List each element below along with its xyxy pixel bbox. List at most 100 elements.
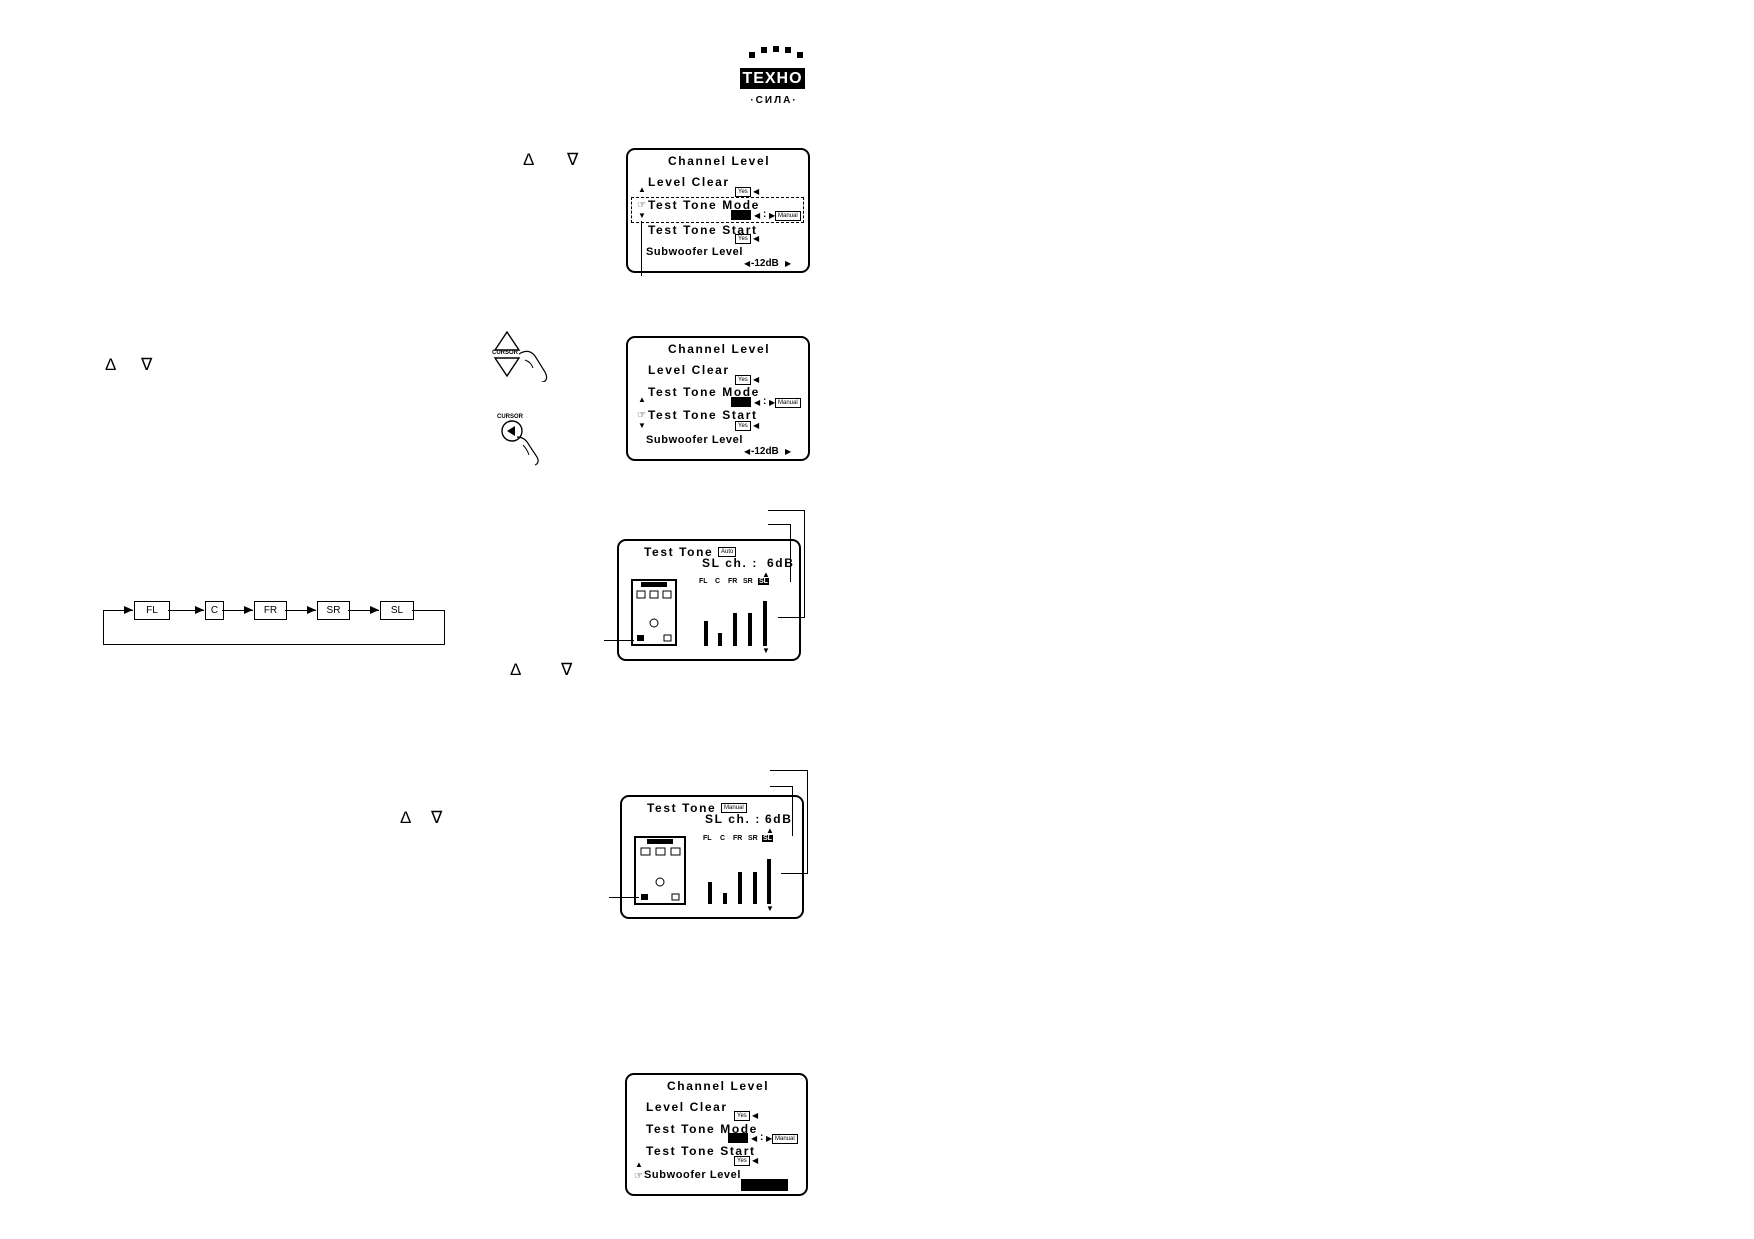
- left-arrow-icon: ◀: [753, 375, 760, 384]
- cursor-enter-icon: [495, 415, 555, 467]
- mode-badge-auto: Auto: [718, 547, 737, 557]
- level-bar-fr: [733, 613, 737, 646]
- yes-badge: Yes: [735, 375, 751, 385]
- menu-item-subwoofer-level: Subwoofer Level: [646, 434, 744, 446]
- menu-item-test-tone-mode: Test Tone Mode: [648, 385, 760, 399]
- left-arrow-icon: ◀: [753, 421, 760, 430]
- up-triangle-icon: Δ: [400, 808, 412, 827]
- manual-badge: Manual: [775, 398, 801, 408]
- screen-title: Test Tone: [644, 545, 714, 559]
- colon-separator: :: [760, 1132, 765, 1143]
- flow-box-sl: SL: [380, 601, 414, 620]
- colon-separator: :: [763, 396, 768, 407]
- menu-item-test-tone-start: Test Tone Start: [648, 223, 758, 237]
- channel-label-fr: FR: [728, 578, 738, 585]
- brand-logo: ТЕХНО ·СИЛА·: [735, 46, 811, 116]
- channel-label-sl: SL: [762, 835, 773, 842]
- menu-item-test-tone-start: Test Tone Start: [648, 408, 758, 422]
- level-bar-c: [723, 893, 727, 904]
- channel-label-sl: SL: [758, 578, 769, 585]
- osd-test-tone-manual-screen: Test Tone Manual SL ch. : 6dB FL C FR SR…: [620, 795, 804, 919]
- right-arrow-icon: ▶: [785, 447, 792, 456]
- selected-subwoofer-value-block: [741, 1179, 788, 1191]
- left-arrow-icon: ◀: [744, 259, 751, 268]
- scroll-up-icon: ▲: [635, 1160, 643, 1169]
- channel-indicator: SL ch. :: [702, 556, 758, 570]
- left-arrow-icon: ◀: [751, 1134, 758, 1143]
- menu-item-test-tone-mode: Test Tone Mode: [646, 1122, 758, 1136]
- channel-label-fr: FR: [733, 835, 743, 842]
- mode-badge-manual: Manual: [721, 803, 747, 813]
- channel-indicator: SL ch. :: [705, 812, 761, 826]
- channel-label-fl: FL: [699, 578, 708, 585]
- osd-channel-level-screen-1: Channel Level ▲ Level Clear Yes ◀ ☞ Test…: [626, 148, 810, 273]
- flow-box-fr: FR: [254, 601, 287, 620]
- scroll-down-icon: ▼: [766, 904, 774, 913]
- scroll-up-icon: ▲: [638, 395, 646, 404]
- yes-badge: Yes: [735, 234, 751, 244]
- level-readout: 6dB: [767, 556, 795, 570]
- yes-badge: Yes: [734, 1111, 750, 1121]
- left-arrow-icon: ◀: [753, 187, 760, 196]
- yes-badge: Yes: [735, 421, 751, 431]
- left-arrow-icon: ◀: [754, 398, 761, 407]
- right-arrow-icon: ▶: [769, 211, 776, 220]
- level-bar-sr: [748, 613, 752, 646]
- scroll-up-icon: ▲: [638, 185, 646, 194]
- level-bar-sl: [763, 601, 767, 646]
- scroll-down-icon: ▼: [638, 421, 646, 430]
- pointer-icon: ☞: [637, 200, 646, 211]
- pointer-icon: ☞: [634, 1171, 643, 1182]
- menu-item-level-clear: Level Clear: [648, 363, 730, 377]
- right-arrow-icon: ▶: [785, 259, 792, 268]
- menu-item-level-clear: Level Clear: [646, 1100, 728, 1114]
- manual-badge: Manual: [772, 1134, 798, 1144]
- subwoofer-value: -12dB: [751, 258, 779, 269]
- colon-separator: :: [763, 209, 768, 220]
- channel-label-c: C: [720, 835, 726, 842]
- room-layout-icon: [631, 579, 677, 646]
- screen-title: Channel Level: [667, 1079, 770, 1093]
- left-arrow-icon: ◀: [752, 1111, 759, 1120]
- cursor-up-down-icon: [493, 330, 563, 385]
- osd-channel-level-screen-2: Channel Level Level Clear Yes ◀ Test Ton…: [626, 336, 810, 461]
- menu-item-level-clear: Level Clear: [648, 175, 730, 189]
- channel-label-sr: SR: [748, 835, 758, 842]
- yes-badge: Yes: [734, 1156, 750, 1166]
- logo-sub-text: ·СИЛА·: [750, 95, 798, 106]
- up-triangle-icon: Δ: [105, 355, 117, 374]
- manual-badge: Manual: [775, 211, 801, 221]
- yes-badge: Yes: [735, 187, 751, 197]
- level-bar-c: [718, 633, 722, 646]
- left-arrow-icon: ◀: [754, 211, 761, 220]
- selected-value-block: [731, 210, 751, 220]
- left-arrow-icon: ◀: [744, 447, 751, 456]
- screen-title: Channel Level: [668, 342, 771, 356]
- subwoofer-value: -12dB: [751, 446, 779, 457]
- level-bar-sr: [753, 872, 757, 904]
- menu-item-subwoofer-level: Subwoofer Level: [644, 1169, 742, 1181]
- scroll-up-icon: ▲: [762, 570, 770, 579]
- level-bar-fl: [704, 621, 708, 646]
- scroll-up-icon: ▲: [766, 826, 774, 835]
- channel-label-c: C: [715, 578, 721, 585]
- level-readout: 6dB: [765, 812, 793, 826]
- callout-line: [641, 221, 642, 276]
- osd-test-tone-auto-screen: Test Tone Auto SL ch. : 6dB FL C FR SR S…: [617, 539, 801, 661]
- screen-title: Test Tone: [647, 801, 717, 815]
- flow-box-sr: SR: [317, 601, 350, 620]
- left-arrow-icon: ◀: [753, 234, 760, 243]
- logo-main-text: ТЕХНО: [740, 68, 805, 89]
- menu-item-subwoofer-level: Subwoofer Level: [646, 246, 744, 258]
- level-bar-sl: [767, 859, 771, 904]
- menu-item-test-tone-mode: Test Tone Mode: [648, 198, 760, 212]
- down-triangle-icon: ∇: [431, 808, 443, 827]
- cursor-label: CURSOR: [497, 414, 524, 420]
- cursor-label: CURSOR: [492, 350, 519, 356]
- level-bar-fr: [738, 872, 742, 904]
- up-triangle-icon: Δ: [510, 660, 522, 679]
- down-triangle-icon: ∇: [561, 660, 573, 679]
- left-arrow-icon: ◀: [752, 1156, 759, 1165]
- down-triangle-icon: ∇: [141, 355, 153, 374]
- flow-box-fl: FL: [134, 601, 170, 620]
